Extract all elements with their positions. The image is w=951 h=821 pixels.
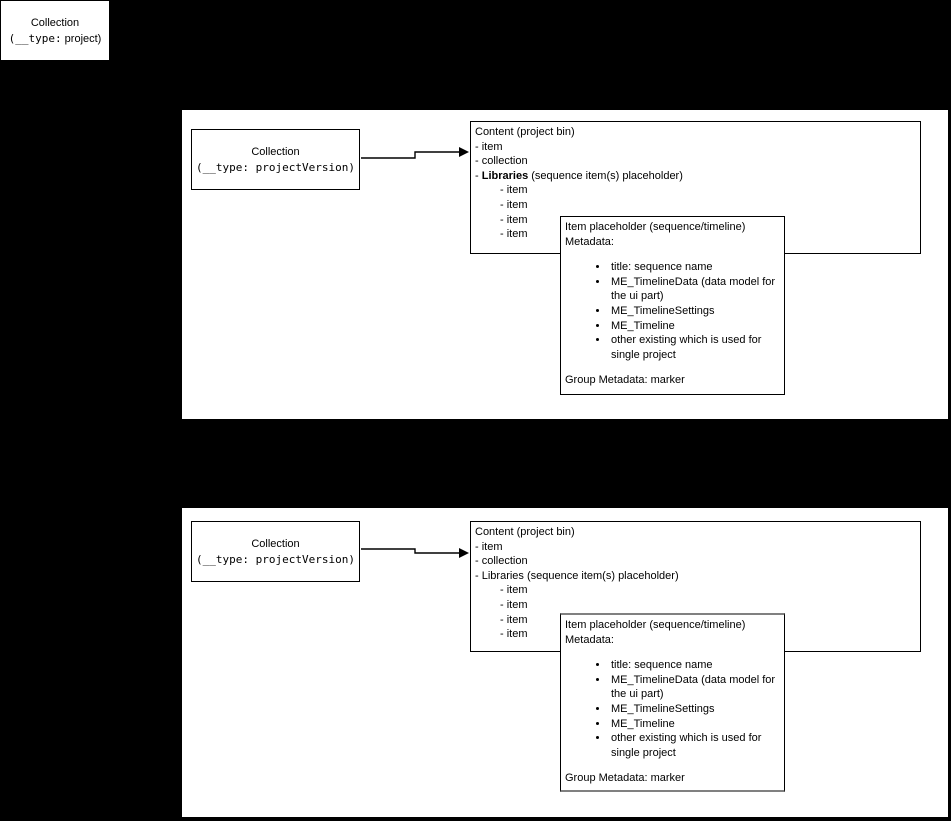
node-title: Collection: [30, 16, 80, 29]
node-collection-projectversion[interactable]: Collection (__type: projectVersion): [191, 521, 360, 582]
placeholder-metadata-label: Metadata:: [565, 235, 614, 248]
placeholder-bullet-list: title: sequence name ME_TimelineData (da…: [565, 658, 780, 760]
content-sub-item: - item: [500, 228, 528, 241]
content-sub-item: - item: [500, 213, 528, 226]
content-sub-item: - item: [500, 584, 528, 597]
bullet-item: title: sequence name: [609, 260, 780, 275]
content-sub-item: - item: [500, 628, 528, 641]
bullet-item: other existing which is used for single …: [609, 333, 780, 362]
placeholder-metadata-label: Metadata:: [565, 633, 614, 646]
placeholder-bullet-list: title: sequence name ME_TimelineData (da…: [565, 260, 780, 362]
content-item: - collection: [475, 155, 528, 168]
node-title: Collection: [251, 537, 300, 550]
content-sub-item: - item: [500, 198, 528, 211]
placeholder-footer: Group Metadata: marker: [565, 772, 685, 785]
placeholder-footer: Group Metadata: marker: [565, 374, 685, 387]
placeholder-title: Item placeholder (sequence/timeline): [565, 619, 746, 631]
placeholder-title: Item placeholder (sequence/timeline): [565, 221, 746, 233]
node-type-label: (__type: projectVersion): [196, 160, 355, 174]
content-libraries-line: - Libraries (sequence item(s) placeholde…: [475, 569, 679, 582]
bullet-item: ME_TimelineSettings: [609, 304, 780, 319]
node-item-placeholder[interactable]: Item placeholder (sequence/timeline) Met…: [560, 216, 785, 395]
bullet-item: ME_TimelineData (data model for the ui p…: [609, 275, 780, 304]
diagram-group-1: Collection (__type: projectVersion) Cont…: [182, 110, 948, 419]
content-item: - collection: [475, 555, 528, 568]
content-sub-item: - item: [500, 598, 528, 611]
node-collection-projectversion[interactable]: Collection (__type: projectVersion): [191, 129, 360, 190]
bullet-item: ME_TimelineData (data model for the ui p…: [609, 673, 780, 702]
content-sub-item: - item: [500, 184, 528, 197]
node-item-placeholder[interactable]: Item placeholder (sequence/timeline) Met…: [560, 613, 785, 792]
node-type-label: (__type: projectVersion): [196, 552, 355, 566]
node-content-project-bin[interactable]: Content (project bin) - item - collectio…: [470, 521, 921, 652]
bullet-item: ME_Timeline: [609, 717, 780, 732]
bullet-item: other existing which is used for single …: [609, 731, 780, 760]
bullet-item: ME_Timeline: [609, 319, 780, 334]
node-type-label: (__type: project): [8, 31, 102, 45]
content-title: Content (project bin): [475, 126, 575, 138]
content-libraries-line: - Libraries (sequence item(s) placeholde…: [475, 169, 683, 182]
node-collection-project[interactable]: Collection (__type: project): [0, 0, 110, 61]
diagram-group-2: Collection (__type: projectVersion) Cont…: [182, 508, 948, 817]
node-title: Collection: [251, 145, 300, 158]
content-title: Content (project bin): [475, 526, 575, 538]
content-item: - item: [475, 540, 503, 553]
bullet-item: ME_TimelineSettings: [609, 702, 780, 717]
content-sub-item: - item: [500, 613, 528, 626]
content-item: - item: [475, 140, 503, 153]
bullet-item: title: sequence name: [609, 658, 780, 673]
